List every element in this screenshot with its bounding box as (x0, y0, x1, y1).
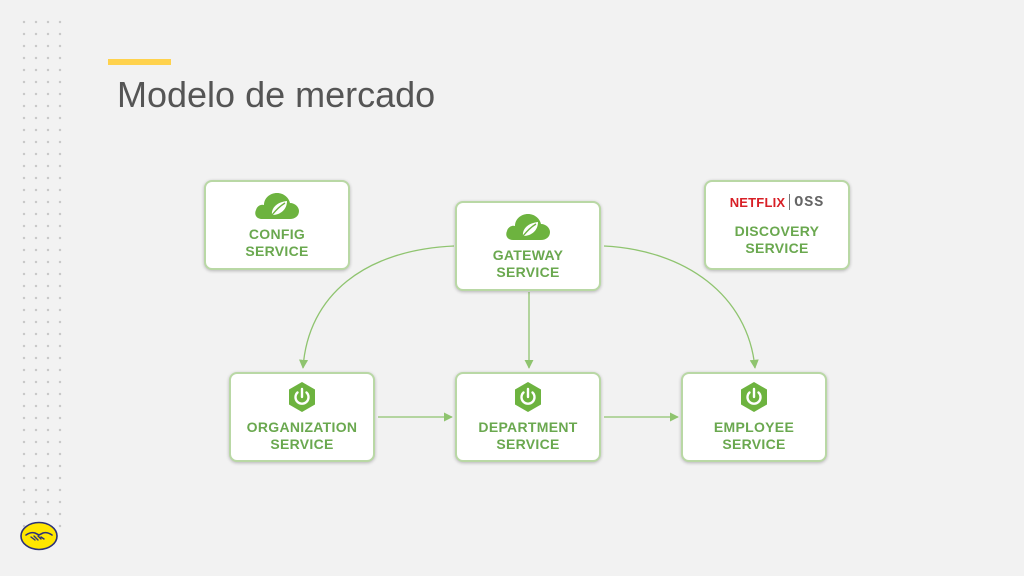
employee-service-label-line2: SERVICE (722, 436, 786, 452)
gateway-service-label-line2: SERVICE (496, 264, 560, 280)
discovery-service-label-line1: DISCOVERY (734, 222, 820, 239)
spring-cloud-leaf-icon (255, 193, 299, 219)
connector-lines (299, 245, 759, 422)
netflix-logo-text: NETFLIX (729, 194, 786, 210)
department-service-label-line2: SERVICE (496, 436, 560, 452)
architecture-diagram: CONFIG SERVICE GATEWAY SERVICE NETFLIX O… (190, 170, 870, 480)
gateway-service-label-line1: GATEWAY (492, 247, 564, 263)
discovery-service-node: NETFLIX OSS DISCOVERY SERVICE (704, 180, 850, 270)
organization-service-label-line2: SERVICE (270, 436, 334, 452)
department-service-node: DEPARTMENT SERVICE (455, 372, 601, 462)
slide-title: Modelo de mercado (117, 74, 436, 115)
spring-boot-power-icon (289, 382, 315, 412)
organization-service-label: ORGANIZATION SERVICE (247, 419, 358, 453)
employee-service-label-line1: EMPLOYEE (713, 419, 795, 435)
gateway-service-label: GATEWAY SERVICE (493, 247, 564, 281)
spring-boot-power-icon (515, 382, 541, 412)
department-service-label-line1: DEPARTMENT (478, 419, 578, 435)
config-service-label-line1: CONFIG (248, 226, 306, 242)
config-service-label: CONFIG SERVICE (245, 226, 308, 260)
dot-grid-decoration (18, 16, 70, 536)
mercado-libre-handshake-logo (20, 521, 58, 551)
employee-service-label: EMPLOYEE SERVICE (714, 419, 794, 453)
organization-service-node: ORGANIZATION SERVICE (229, 372, 375, 462)
organization-service-label-line1: ORGANIZATION (246, 419, 358, 435)
spring-cloud-leaf-icon (506, 214, 550, 240)
config-service-node: CONFIG SERVICE (204, 180, 350, 270)
oss-logo-text: OSS (794, 193, 825, 211)
connector-gateway-to-organization (299, 245, 455, 369)
employee-service-node: EMPLOYEE SERVICE (681, 372, 827, 462)
netflix-oss-logo: NETFLIX OSS (730, 194, 825, 211)
logo-separator (789, 194, 791, 210)
config-service-label-line2: SERVICE (245, 243, 309, 259)
connector-gateway-to-employee (603, 245, 759, 369)
spring-boot-power-icon (741, 382, 767, 412)
title-accent-bar (108, 59, 171, 65)
discovery-service-label-line2: SERVICE (745, 239, 809, 256)
gateway-service-node: GATEWAY SERVICE (455, 201, 601, 291)
department-service-label: DEPARTMENT SERVICE (478, 419, 577, 453)
discovery-service-label: DISCOVERY SERVICE (735, 223, 820, 257)
